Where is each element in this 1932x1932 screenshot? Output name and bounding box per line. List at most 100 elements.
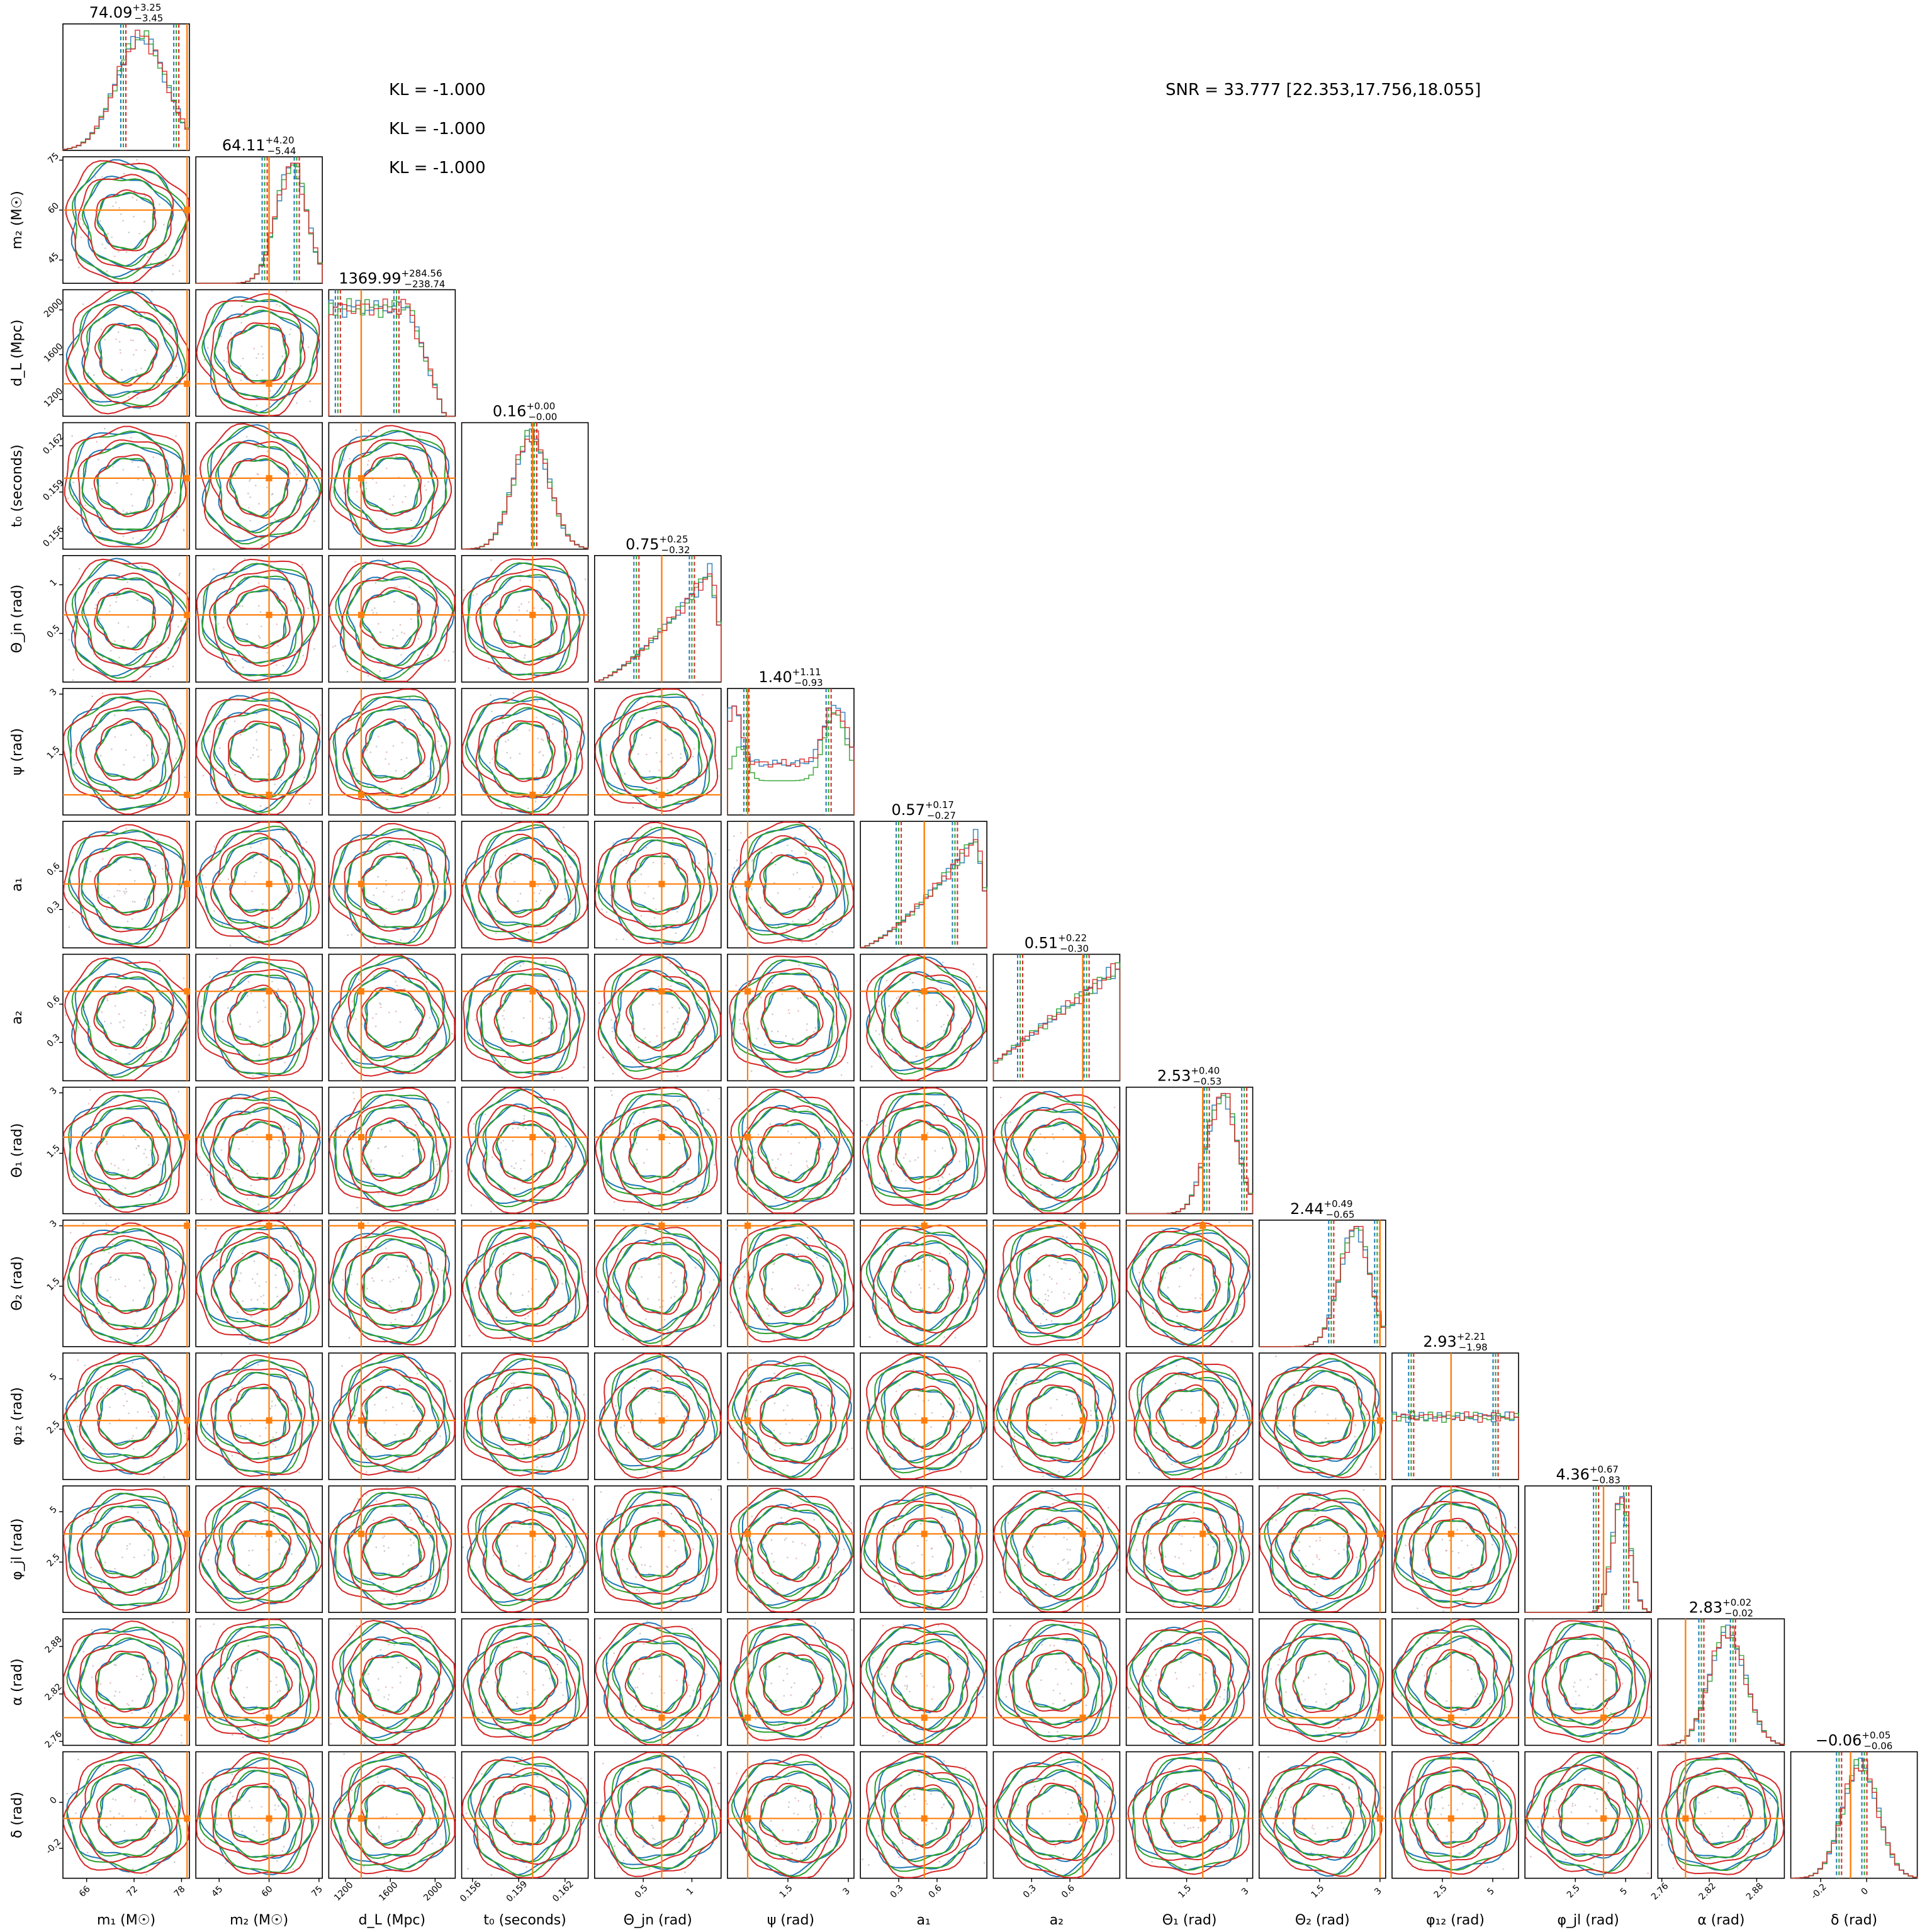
scatter-point [777,1158,779,1160]
panel-t0-phijl [461,1485,589,1613]
scatter-point [135,1824,138,1826]
scatter-point [646,1620,648,1622]
scatter-point [904,1271,906,1272]
scatter-point [470,1205,473,1206]
scatter-point [1042,1313,1044,1315]
scatter-point [1178,1285,1181,1288]
scatter-point [149,675,152,678]
scatter-point [96,441,98,443]
scatter-point [899,1605,901,1607]
scatter-point [527,1691,529,1693]
scatter-point [166,909,169,911]
scatter-point [419,1590,421,1592]
scatter-point [656,787,658,789]
scatter-point [154,865,157,867]
scatter-point [169,323,171,325]
scatter-point [154,1099,156,1101]
scatter-point [265,1281,267,1283]
contour-series-2 [1273,1366,1371,1462]
scatter-point [485,1676,487,1678]
scatter-point [955,1415,958,1418]
scatter-point [215,802,218,804]
contour-series-2 [625,1386,690,1451]
scatter-point [822,923,824,925]
scatter-point [695,1266,697,1269]
scatter-point [125,888,127,890]
contour-series-2 [196,1619,320,1743]
contour-series-2 [208,570,305,667]
scatter-point [670,1512,673,1515]
contour-series-2 [228,721,289,783]
scatter-point [495,1682,497,1683]
scatter-point [960,1494,962,1497]
scatter-point [289,472,291,475]
contour-series-1 [600,1491,714,1605]
scatter-point [244,1112,246,1114]
scatter-point [934,1150,936,1152]
scatter-point [1597,1644,1598,1646]
scatter-point [672,1023,675,1025]
scatter-point [664,739,666,741]
scatter-point [274,1405,276,1407]
contour-series-2 [64,957,189,1081]
scatter-point [886,1244,889,1245]
scatter-point [931,1735,934,1738]
scatter-point [1335,1417,1337,1420]
scatter-point [536,932,537,934]
scatter-point [798,1142,800,1144]
truth-marker [266,1530,272,1537]
scatter-point [109,604,111,607]
panel-a2-alpha [992,1618,1121,1746]
scatter-point [549,1677,551,1680]
scatter-point [1427,1637,1429,1639]
truth-marker [921,1222,928,1229]
scatter-point [115,1664,117,1666]
scatter-point [242,666,244,668]
scatter-point [779,1447,781,1450]
scatter-point [420,1626,423,1628]
scatter-point [804,851,806,853]
scatter-point [927,1199,929,1201]
scatter-point [920,1287,922,1289]
scatter-point [548,880,550,882]
scatter-point [263,920,266,923]
scatter-point [749,1408,751,1410]
contour-series-2 [361,987,425,1052]
scatter-point [106,1140,108,1143]
scatter-point [913,1570,916,1573]
y-tick-label: 1200 [42,386,65,410]
scatter-point [915,1055,918,1057]
panel-a1-phi12 [860,1352,987,1480]
scatter-point [155,229,157,232]
scatter-point [894,1585,896,1587]
scatter-point [77,1425,79,1427]
scatter-point [629,1035,632,1036]
scatter-point [264,1006,266,1009]
scatter-point [234,660,236,662]
scatter-point [640,873,643,875]
scatter-point [672,1281,674,1284]
scatter-point [406,867,408,870]
scatter-point [1052,1133,1053,1135]
scatter-point [386,751,388,753]
contour-series-2 [759,1253,824,1317]
scatter-point [1327,1413,1328,1416]
scatter-point [496,1396,498,1398]
contour-series-2 [76,572,174,670]
scatter-point [921,1554,923,1556]
contour-series-1 [67,697,183,811]
scatter-point [1057,1563,1059,1565]
scatter-point [1101,1435,1103,1437]
scatter-point [209,976,211,978]
scatter-point [529,1426,531,1429]
scatter-point [425,1271,427,1274]
scatter-point [269,390,271,392]
scatter-point [737,1461,739,1464]
scatter-point [510,1526,513,1528]
scatter-point [365,488,368,490]
scatter-point [271,980,273,982]
truth-marker [357,1714,364,1721]
scatter-point [295,1521,298,1523]
scatter-point [814,1440,816,1442]
scatter-point [798,964,800,967]
